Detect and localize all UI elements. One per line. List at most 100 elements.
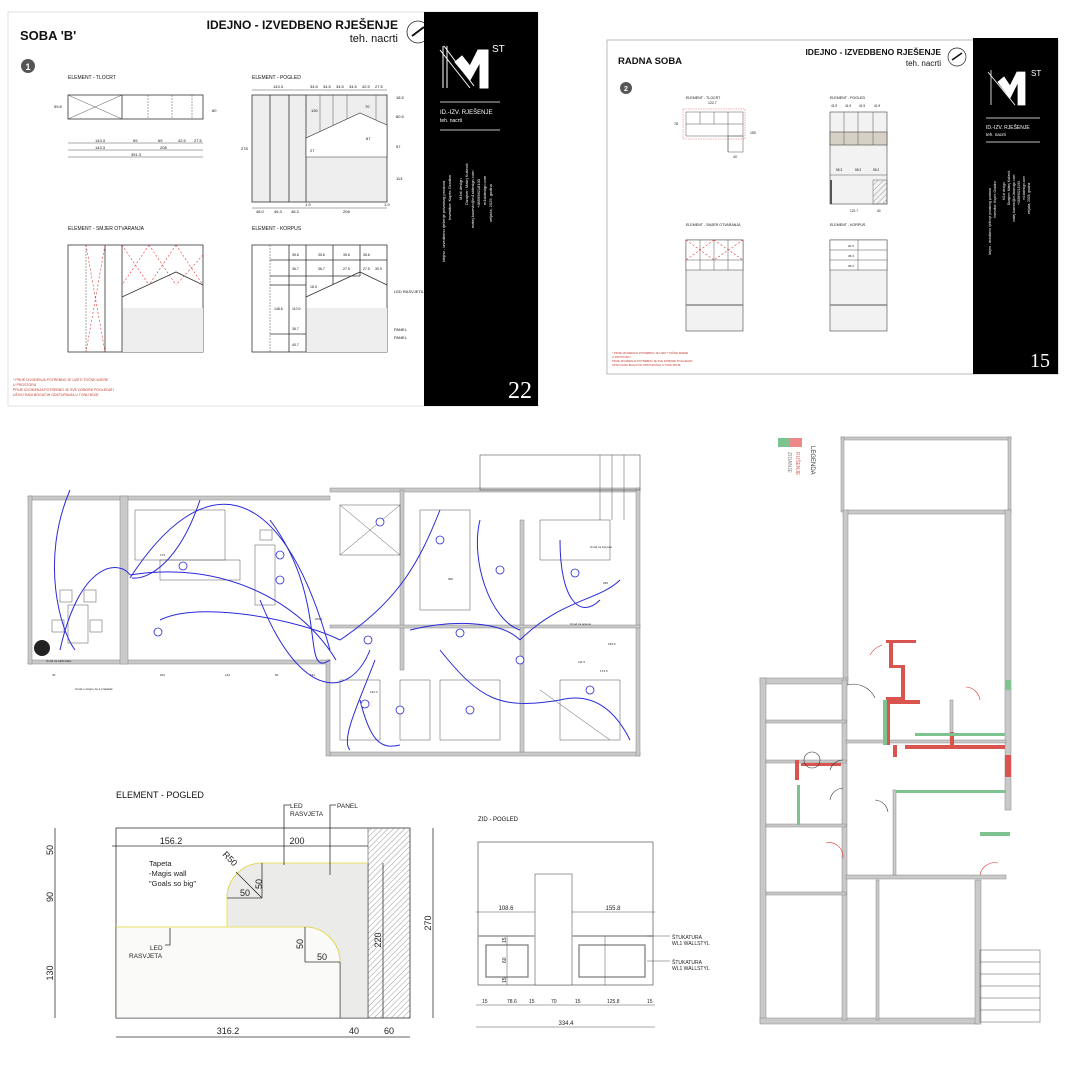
sheet-22: SOBA 'B' IDEJNO - IZVEDBENO RJEŠENJE teh… — [7, 11, 539, 407]
svg-text:40: 40 — [733, 155, 737, 159]
svg-text:78: 78 — [674, 122, 678, 126]
svg-text:Investitor: Kupec Gradinn: Investitor: Kupec Gradinn — [993, 181, 997, 218]
svg-text:teh. nacrti: teh. nacrti — [440, 118, 462, 124]
svg-text:46.3: 46.3 — [274, 209, 283, 214]
svg-text:15: 15 — [529, 999, 535, 1005]
svg-text:256: 256 — [603, 581, 608, 585]
svg-text:87: 87 — [366, 136, 371, 141]
page-number: 15 — [1030, 350, 1050, 372]
svg-text:78.6: 78.6 — [507, 999, 517, 1005]
svg-text:m1stdesign.com: m1stdesign.com — [482, 175, 487, 205]
svg-text:LED RASVJETA: LED RASVJETA — [394, 289, 424, 294]
tlocrt-drawing: 122.7 78 150 40 — [674, 101, 756, 159]
svg-text:60: 60 — [384, 1026, 394, 1036]
new-walls — [797, 680, 1011, 836]
svg-text:300: 300 — [448, 577, 453, 581]
page-number: 22 — [508, 378, 532, 404]
svg-text:Investitor: Kupec Gradinn: Investitor: Kupec Gradinn — [447, 175, 452, 220]
svg-text:matej.kusevic@m1stdesign.com: matej.kusevic@m1stdesign.com — [470, 170, 475, 228]
svg-text:40: 40 — [52, 673, 56, 677]
svg-text:334.4: 334.4 — [558, 1021, 574, 1027]
svg-text:PANEL: PANEL — [394, 327, 408, 332]
title-block: ST ID.-IZV. RJEŠENJE teh. nacrti Idejno … — [424, 12, 538, 406]
svg-text:35.6: 35.6 — [292, 253, 299, 257]
svg-text:35.6: 35.6 — [318, 253, 325, 257]
label-tlocrt: ELEMENT - TLOCRT — [68, 75, 116, 81]
svg-text:Izvod za internet: Izvod za internet — [590, 545, 612, 549]
room-title: RADNA SOBA — [618, 56, 682, 67]
svg-text:1.9: 1.9 — [384, 202, 390, 207]
svg-text:202: 202 — [160, 673, 165, 677]
svg-text:111.5: 111.5 — [578, 660, 585, 664]
svg-text:209.1: 209.1 — [315, 617, 323, 621]
svg-text:LED: LED — [150, 945, 163, 952]
svg-text:Izvod za antenu: Izvod za antenu — [570, 622, 592, 626]
svg-text:48.0: 48.0 — [256, 209, 265, 214]
label-smjer: ELEMENT - SMJER OTVARANJA — [68, 226, 145, 232]
svg-text:34.5: 34.5 — [336, 84, 345, 89]
wall-section — [367, 827, 411, 1019]
project-info: Idejno - izvedbeno rješenje privatnog pr… — [988, 170, 1031, 255]
svg-text:Izvod za LED traku: Izvod za LED traku — [46, 659, 72, 663]
svg-text:ZIDANJE: ZIDANJE — [786, 452, 792, 474]
demolition-plan: LEGENDA RUŠENJE ZIDANJE — [759, 436, 1041, 1025]
svg-text:Tapeta: Tapeta — [149, 859, 172, 868]
plan-annotations: 40 202 142 50 141 173 209.1 256 173.5 12… — [46, 545, 616, 694]
svg-text:130: 130 — [311, 108, 318, 113]
svg-text:15: 15 — [502, 977, 508, 983]
svg-text:veljača, 2025. godina: veljača, 2025. godina — [1027, 183, 1031, 214]
item-number-badge — [21, 59, 35, 73]
svg-text:208: 208 — [343, 209, 350, 214]
korpus-drawing: 20.3 36.3 36.3 — [829, 239, 888, 332]
svg-text:57: 57 — [396, 144, 401, 149]
svg-text:PRIJE IZVOĐENJA POTREBNO JE SV: PRIJE IZVOĐENJA POTREBNO JE SVE DOBORE P… — [13, 388, 114, 392]
drawing-title: ELEMENT - POGLED — [116, 790, 204, 800]
svg-text:matej.kusevic@m1stdesign.com: matej.kusevic@m1stdesign.com — [1012, 174, 1016, 222]
svg-text:M1st design: M1st design — [1002, 182, 1006, 200]
svg-text:80.5: 80.5 — [396, 114, 405, 119]
lights — [153, 517, 595, 715]
svg-text:WL1 WALLSTYL: WL1 WALLSTYL — [672, 966, 710, 972]
room-title: SOBA 'B' — [20, 28, 76, 43]
svg-text:"Goals so big": "Goals so big" — [149, 879, 196, 888]
svg-text:50: 50 — [317, 952, 327, 962]
svg-text:15: 15 — [575, 999, 581, 1005]
svg-text:69: 69 — [158, 138, 163, 143]
svg-text:150.6: 150.6 — [608, 642, 616, 646]
walls — [27, 454, 641, 757]
svg-text:150: 150 — [750, 131, 756, 135]
svg-text:113: 113 — [396, 176, 403, 181]
svg-text:18.9: 18.9 — [310, 285, 317, 289]
svg-text:130: 130 — [45, 965, 55, 980]
main-title: IDEJNO - IZVEDBENO RJEŠENJE — [207, 17, 398, 32]
svg-text:55.3: 55.3 — [855, 168, 861, 172]
svg-text:122.7: 122.7 — [708, 101, 717, 105]
furniture — [51, 504, 621, 741]
svg-text:ELEMENT - TLOCRT: ELEMENT - TLOCRT — [686, 96, 721, 100]
svg-text:143.3: 143.3 — [273, 84, 284, 89]
demolition-walls — [795, 640, 1011, 780]
pogled-drawing: 143.3 34.5 34.5 34.5 34.5 42.5 27.5 48.0… — [241, 84, 405, 214]
svg-text:ST: ST — [492, 44, 505, 55]
svg-text:M1st design: M1st design — [458, 178, 463, 200]
svg-text:ŠTUKATURA: ŠTUKATURA — [672, 959, 703, 966]
svg-text:59.8: 59.8 — [54, 104, 63, 109]
svg-text:ID.-IZV. RJEŠENJE: ID.-IZV. RJEŠENJE — [986, 124, 1030, 131]
column — [534, 873, 573, 986]
svg-text:U PROSTORU: U PROSTORU — [612, 355, 631, 359]
svg-text:50: 50 — [254, 879, 264, 889]
svg-text:200: 200 — [289, 836, 304, 846]
svg-text:40.7: 40.7 — [292, 343, 299, 347]
svg-text:351.3: 351.3 — [131, 152, 142, 157]
item-number-badge — [620, 82, 632, 94]
svg-text:UŽIVO RADI BOGUĆIH ODSTUPANJA: UŽIVO RADI BOGUĆIH ODSTUPANJA U TONU BOJ… — [13, 392, 99, 397]
svg-text:173.5: 173.5 — [600, 669, 608, 673]
subtitle: teh. nacrti — [906, 59, 941, 68]
svg-text:143.3: 143.3 — [95, 138, 106, 143]
svg-text:50: 50 — [275, 673, 279, 677]
svg-text:36.7: 36.7 — [318, 267, 325, 271]
walls — [759, 436, 1012, 1025]
svg-text:Idejno - izvedbeno rješenje pr: Idejno - izvedbeno rješenje privatnog pr… — [441, 180, 446, 262]
svg-text:48.3: 48.3 — [291, 209, 300, 214]
